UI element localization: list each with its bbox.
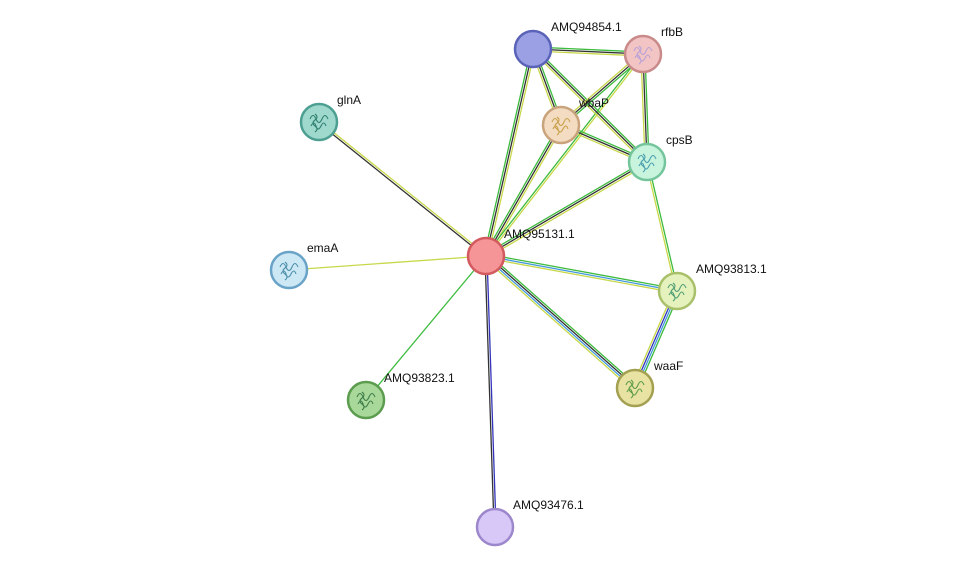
edge-evidence-line: [533, 47, 649, 162]
protein-structure-icon: [637, 153, 657, 173]
node-emaa[interactable]: emaA: [269, 241, 338, 290]
edge-evidence-line: [365, 255, 487, 401]
edge-evidence-line: [532, 48, 648, 163]
node-label: cpsB: [666, 133, 693, 147]
edge-evidence-line: [486, 54, 645, 258]
node-label: glnA: [337, 93, 361, 107]
protein-structure-icon: [667, 282, 687, 302]
edge-evidence-line: [485, 161, 648, 257]
edge-evidence-line: [531, 49, 647, 164]
edge-evidence-line: [647, 161, 679, 291]
edge-evidence-line: [485, 48, 534, 257]
nodes-layer: AMQ95131.1 AMQ94854.1 rfbB wbaP cpsB glnA emaA…: [269, 20, 767, 547]
node-amq93813-1[interactable]: AMQ93813.1: [657, 262, 767, 311]
edge-evidence-line: [483, 123, 560, 256]
edge-evidence-line: [487, 253, 638, 387]
node-amq94854-1[interactable]: AMQ94854.1: [513, 20, 622, 69]
protein-structure-icon: [356, 391, 376, 411]
edge-amq95131-1-amq93476-1[interactable]: [484, 255, 497, 528]
node-amq95131-1[interactable]: AMQ95131.1: [466, 227, 575, 276]
node-label: wbaP: [578, 96, 609, 110]
node-amq93476-1[interactable]: AMQ93476.1: [475, 498, 584, 547]
edges-layer: [288, 46, 681, 528]
protein-structure-icon: [625, 379, 645, 399]
edge-evidence-line: [483, 48, 532, 256]
protein-structure-icon: [279, 261, 299, 281]
edge-evidence-line: [484, 159, 647, 255]
edge-evidence-line: [645, 162, 677, 292]
edge-evidence-line: [486, 254, 637, 388]
edge-amq95131-1-waaf[interactable]: [483, 253, 638, 391]
edge-evidence-line: [484, 256, 495, 528]
node-circle[interactable]: [513, 29, 553, 69]
edge-evidence-line: [486, 253, 678, 290]
edge-amq95131-1-rfbb[interactable]: [484, 52, 645, 258]
edge-cpsb-amq93813-1[interactable]: [645, 161, 679, 292]
node-waaf[interactable]: waaF: [615, 359, 683, 408]
node-wbap[interactable]: wbaP: [541, 96, 609, 145]
node-circle[interactable]: [466, 236, 506, 276]
edge-evidence-line: [486, 255, 497, 527]
node-label: rfbB: [661, 25, 683, 39]
edge-evidence-line: [484, 52, 643, 256]
edge-evidence-line: [486, 163, 649, 259]
node-amq93823-1[interactable]: AMQ93823.1: [346, 371, 455, 420]
protein-structure-icon: [551, 116, 571, 136]
node-label: AMQ94854.1: [551, 20, 622, 34]
edge-amq95131-1-glna[interactable]: [317, 120, 488, 258]
edge-amq95131-1-amq94854-1[interactable]: [483, 48, 536, 257]
edge-evidence-line: [484, 256, 635, 390]
node-glna[interactable]: glnA: [299, 93, 361, 142]
edge-evidence-line: [487, 49, 536, 257]
edge-evidence-line: [317, 122, 486, 258]
edge-evidence-line: [319, 120, 488, 256]
edge-amq95131-1-emaa[interactable]: [288, 255, 487, 271]
node-cpsb[interactable]: cpsB: [627, 133, 693, 182]
edge-evidence-line: [485, 255, 678, 292]
edge-amq95131-1-cpsb[interactable]: [484, 159, 649, 259]
node-label: AMQ95131.1: [504, 227, 575, 241]
node-label: waaF: [653, 359, 683, 373]
protein-structure-icon: [633, 45, 653, 65]
edge-evidence-line: [485, 257, 677, 294]
edge-amq94854-1-cpsb[interactable]: [531, 47, 649, 164]
node-rfbb[interactable]: rfbB: [623, 25, 683, 74]
edge-evidence-line: [483, 257, 634, 391]
node-label: AMQ93476.1: [513, 498, 584, 512]
node-label: AMQ93813.1: [696, 262, 767, 276]
protein-structure-icon: [309, 113, 329, 133]
edge-amq95131-1-amq93823-1[interactable]: [365, 255, 487, 401]
edge-evidence-line: [485, 124, 562, 257]
edge-evidence-line: [288, 255, 487, 271]
edge-amq95131-1-amq93813-1[interactable]: [485, 253, 678, 294]
node-label: emaA: [307, 241, 338, 255]
node-label: AMQ93823.1: [384, 371, 455, 385]
node-circle[interactable]: [475, 507, 515, 547]
